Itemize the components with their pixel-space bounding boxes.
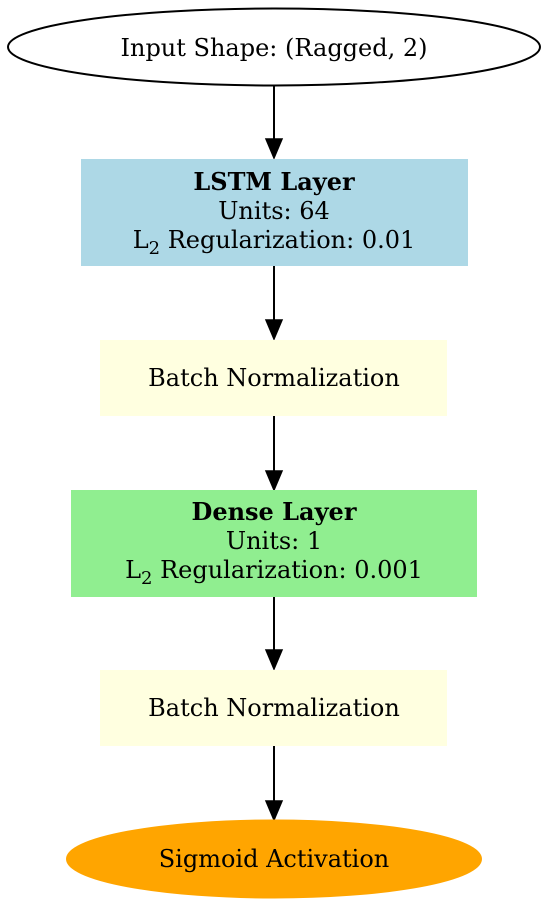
batchnorm2-label: Batch Normalization	[148, 694, 400, 722]
sigmoid-label: Sigmoid Activation	[159, 845, 390, 873]
node-batch-normalization-2: Batch Normalization	[100, 670, 447, 746]
edge-batchnorm2-to-sigmoid	[264, 746, 284, 822]
lstm-title: LSTM Layer	[193, 167, 355, 196]
dense-reg-prefix: L	[125, 556, 141, 584]
lstm-box	[81, 159, 468, 266]
lstm-reg-suffix: Regularization: 0.01	[160, 226, 415, 254]
arrowhead-icon	[264, 470, 284, 492]
node-input: Input Shape: (Ragged, 2)	[7, 7, 541, 87]
lstm-reg-prefix: L	[133, 226, 149, 254]
node-dense-layer: Dense Layer Units: 1 L2 Regularization: …	[71, 490, 477, 597]
arrowhead-icon	[264, 319, 284, 341]
arrowhead-icon	[264, 800, 284, 822]
node-batch-normalization-1: Batch Normalization	[100, 340, 447, 416]
edge-batchnorm1-to-dense	[264, 416, 284, 492]
edge-dense-to-batchnorm2	[264, 597, 284, 671]
input-ellipse	[7, 7, 541, 87]
lstm-units: Units: 64	[218, 197, 330, 225]
dense-reg-subscript: 2	[141, 568, 152, 589]
arrowhead-icon	[264, 138, 284, 160]
input-label: Input Shape: (Ragged, 2)	[121, 34, 428, 62]
dense-title: Dense Layer	[192, 497, 357, 526]
dense-units: Units: 1	[226, 527, 322, 555]
lstm-regularization: L2 Regularization: 0.01	[133, 226, 416, 259]
batchnorm1-label: Batch Normalization	[148, 364, 400, 392]
lstm-reg-subscript: 2	[149, 238, 160, 259]
sigmoid-ellipse	[66, 819, 482, 899]
batchnorm2-box	[100, 670, 447, 746]
dense-regularization: L2 Regularization: 0.001	[125, 556, 423, 589]
dense-box	[71, 490, 477, 597]
node-sigmoid-activation: Sigmoid Activation	[66, 819, 482, 899]
node-lstm-layer: LSTM Layer Units: 64 L2 Regularization: …	[81, 159, 468, 266]
edge-input-to-lstm	[264, 86, 284, 160]
arrowhead-icon	[264, 649, 284, 671]
edge-lstm-to-batchnorm1	[264, 266, 284, 341]
batchnorm1-box	[100, 340, 447, 416]
dense-reg-suffix: Regularization: 0.001	[152, 556, 422, 584]
